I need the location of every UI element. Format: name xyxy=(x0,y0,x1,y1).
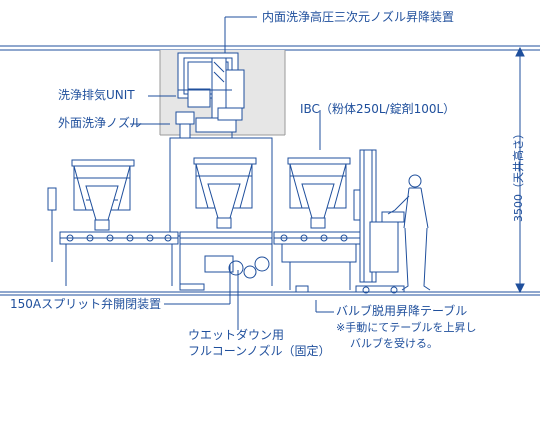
label-wetdown-line1: ウエットダウン用 xyxy=(188,328,285,342)
label-note-line2: バルブを受ける。 xyxy=(350,337,438,350)
label-wetdown-line2: フルコーンノズル（固定） xyxy=(188,344,331,358)
label-ibc: IBC（粉体250L/錠剤100L） xyxy=(300,102,456,116)
conveyor-center xyxy=(179,231,273,286)
label-valve-table: バルブ脱用昇降テーブル xyxy=(336,304,468,318)
height-dimension xyxy=(515,46,525,294)
conveyor-left xyxy=(47,187,179,286)
label-split-valve: 150Aスプリット弁開閉装置 xyxy=(10,297,162,311)
split-valve-device xyxy=(179,255,309,293)
leader-lines xyxy=(130,89,334,330)
ibc-left xyxy=(71,159,135,231)
label-ceiling-height: 3500（天井高さ） xyxy=(512,128,525,222)
ibc-center xyxy=(193,157,257,229)
conveyor-right xyxy=(273,231,365,290)
valve-lift-table xyxy=(355,149,405,294)
operator-figure xyxy=(353,174,431,291)
label-nozzle-lift: 内面洗浄高圧三次元ノズル昇降装置 xyxy=(262,10,455,24)
exhaust-unit xyxy=(175,111,195,139)
room-outline xyxy=(0,45,540,296)
ibc-right xyxy=(287,157,351,229)
label-outer-nozzle: 外面洗浄ノズル xyxy=(58,116,143,130)
label-note-line1: ※手動にてテーブルを上昇し xyxy=(336,321,477,334)
label-exhaust-unit: 洗浄排気UNIT xyxy=(58,88,135,102)
